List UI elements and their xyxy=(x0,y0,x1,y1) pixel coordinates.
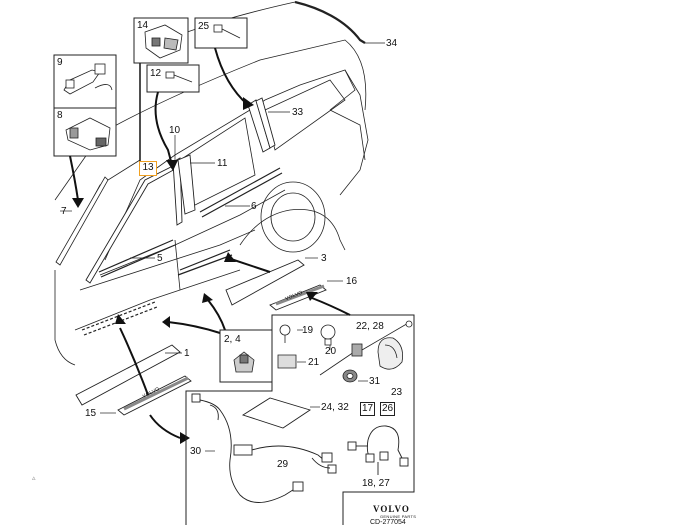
callout-11: 11 xyxy=(217,158,228,169)
callout-14: 14 xyxy=(137,20,149,31)
part-number: CD-277054 xyxy=(370,519,406,526)
callout-21: 21 xyxy=(308,357,320,368)
callout-5: 5 xyxy=(157,253,163,264)
callout-29: 29 xyxy=(277,459,289,470)
callout-7: 7 xyxy=(61,206,67,217)
callout-33: 33 xyxy=(292,107,304,118)
callout-30: 30 xyxy=(190,446,202,457)
callout-16: 16 xyxy=(346,276,358,287)
callout-19: 19 xyxy=(302,325,314,336)
callout-12: 12 xyxy=(150,68,162,79)
wiring-harness xyxy=(191,393,337,503)
callout-31: 31 xyxy=(369,376,381,387)
callout-26: 26 xyxy=(380,402,395,416)
callout-10: 10 xyxy=(169,125,181,136)
callout-9: 9 xyxy=(57,57,63,68)
callout-13-highlighted: 13 xyxy=(139,161,157,176)
callout-15: 15 xyxy=(85,408,97,419)
callout-20: 20 xyxy=(325,346,337,357)
genuine-parts: GENUINE PARTS xyxy=(380,514,417,519)
volvo-brand: VOLVO xyxy=(373,504,410,514)
cable-loop xyxy=(347,425,409,475)
clips xyxy=(277,320,413,383)
door-mouldings xyxy=(81,167,283,336)
callout-6: 6 xyxy=(251,201,257,212)
callout-25: 25 xyxy=(198,21,210,32)
callout-1: 1 xyxy=(184,348,190,359)
callout-3: 3 xyxy=(321,253,327,264)
svg-text:▵: ▵ xyxy=(32,475,36,482)
callout-22-28: 22, 28 xyxy=(356,321,384,332)
callout-17: 17 xyxy=(360,402,375,416)
callout-18-27: 18, 27 xyxy=(362,478,390,489)
callout-23: 23 xyxy=(391,387,403,398)
callout-2-4: 2, 4 xyxy=(224,334,241,345)
callout-24-32: 24, 32 xyxy=(321,402,349,413)
callout-8: 8 xyxy=(57,110,63,121)
car-body-outline xyxy=(54,1,369,366)
callout-34: 34 xyxy=(386,38,398,49)
